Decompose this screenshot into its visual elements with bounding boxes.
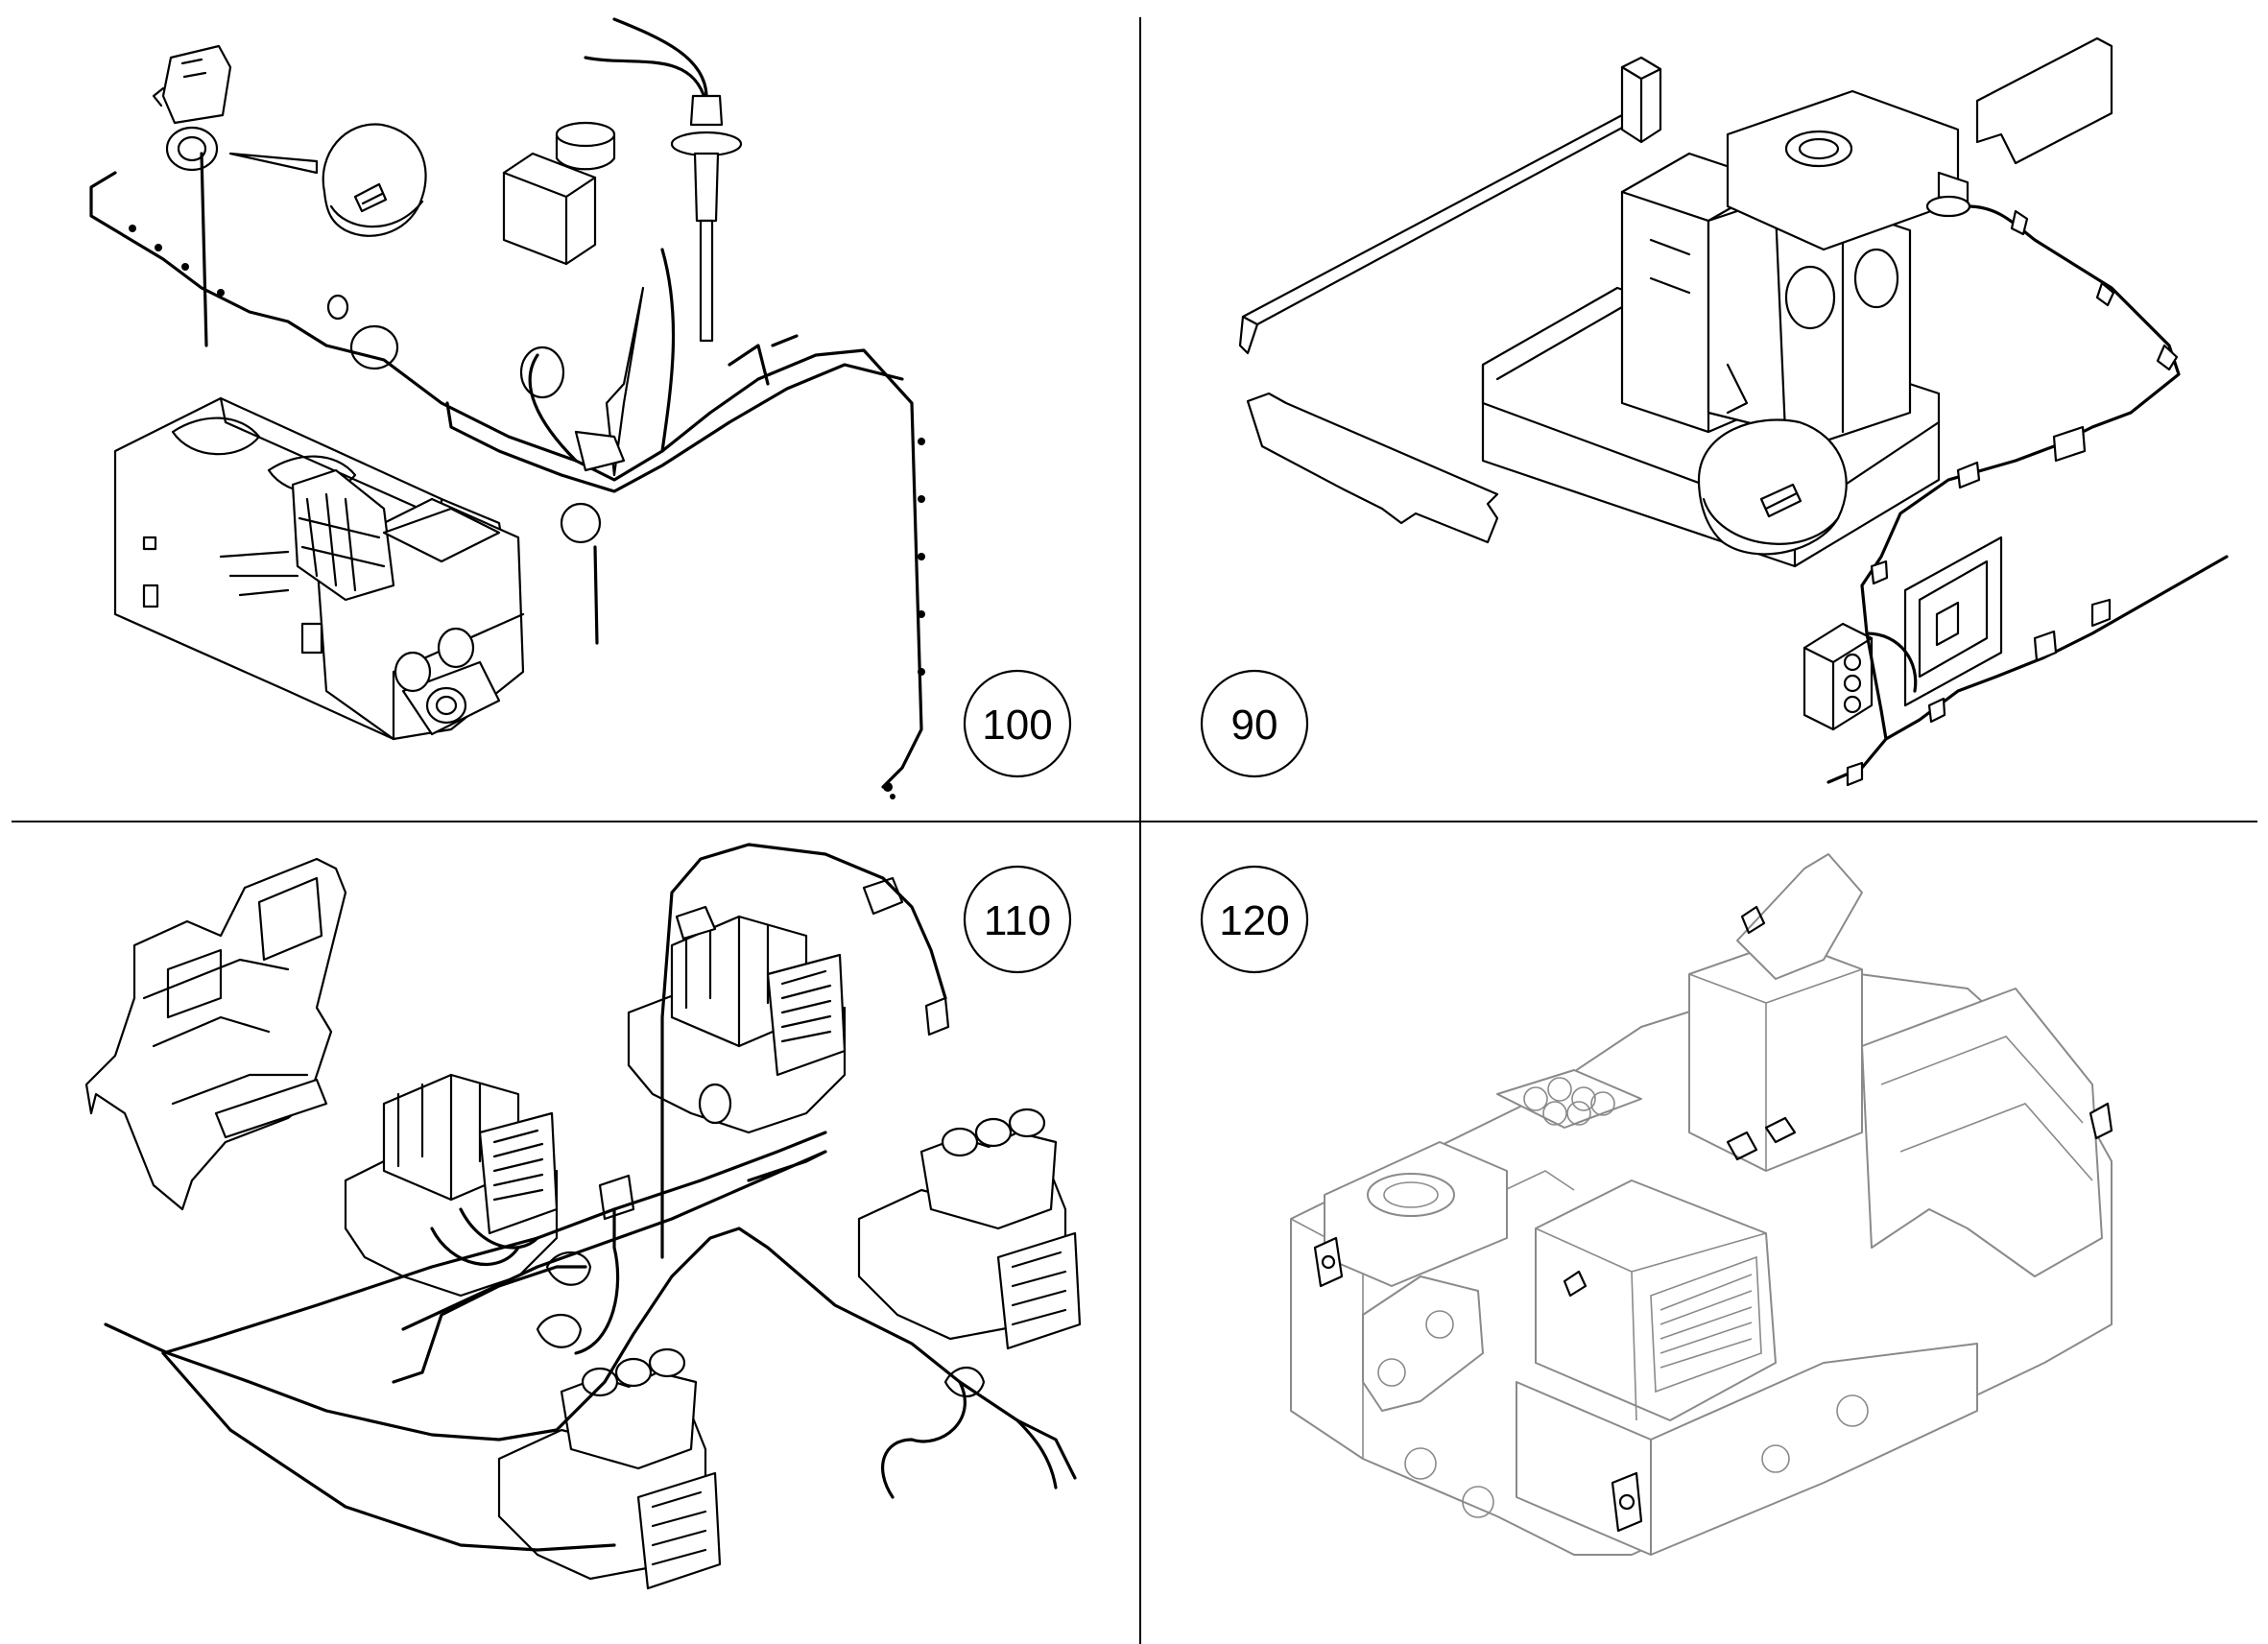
harness-clips — [1846, 171, 2179, 787]
harness-clips — [129, 225, 925, 799]
panel-120-drawing — [1290, 853, 2113, 1556]
panel-110-drawing — [84, 843, 1082, 1590]
valve-frame-illustration — [84, 857, 347, 1211]
mounting-rail-illustration — [1238, 56, 1662, 355]
callout-120: 120 — [1200, 865, 1309, 974]
beacon-light-illustration — [322, 123, 427, 237]
callout-110: 110 — [963, 865, 1072, 974]
upper-structure-illustration — [1290, 853, 2113, 1556]
panel-90-drawing — [1238, 36, 2229, 787]
relay-plate-illustration — [1903, 536, 2003, 707]
wire-harness — [1826, 204, 2181, 784]
callout-90: 90 — [1200, 669, 1309, 778]
callout-110-label: 110 — [984, 897, 1051, 944]
callout-100-label: 100 — [982, 702, 1052, 749]
control-box-illustration — [502, 121, 616, 266]
callout-120-label: 120 — [1219, 897, 1289, 944]
switch-box-illustration — [1802, 622, 1874, 731]
horn-assembly-illustration — [152, 44, 232, 172]
panel-100-drawing — [89, 17, 925, 799]
work-light-illustration — [1697, 418, 1848, 556]
control-valve-block-illustration — [497, 1347, 722, 1590]
callout-90-label: 90 — [1231, 702, 1278, 749]
callout-100: 100 — [963, 669, 1072, 778]
control-valve-block-illustration — [344, 1073, 559, 1298]
counterweight-frame-illustration — [113, 396, 525, 741]
sensor-probe-illustration — [584, 17, 743, 343]
control-valve-block-illustration — [857, 1108, 1082, 1350]
work-lights-highlight — [1313, 905, 2113, 1533]
control-valve-block-illustration — [627, 915, 847, 1134]
bracket-illustration — [1975, 36, 2113, 165]
bracket-plate-illustration — [1246, 392, 1499, 544]
